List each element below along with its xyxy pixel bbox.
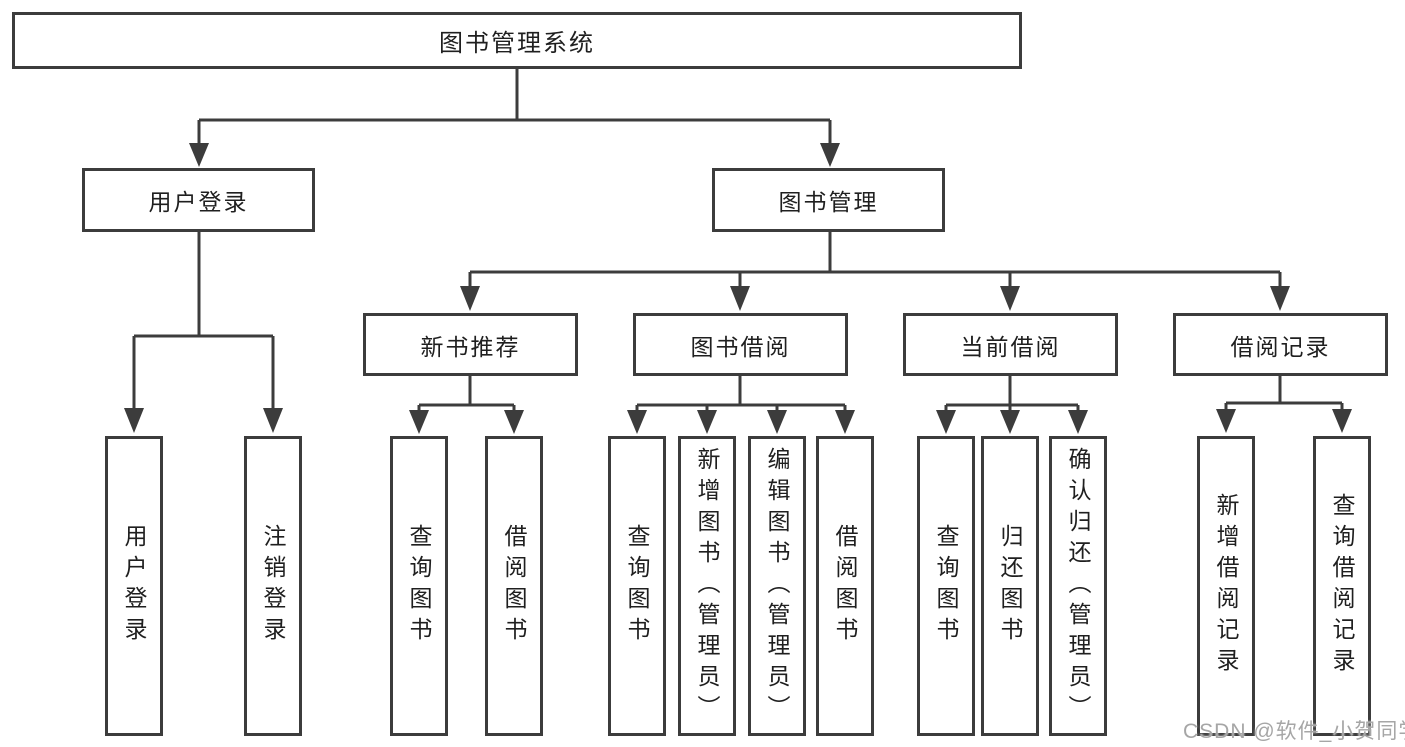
leaf-nb-borrow-books: 借阅图书 bbox=[485, 436, 543, 736]
leaf-cb-query-books: 查询图书 bbox=[917, 436, 975, 736]
watermark: CSDN @软件_小贺同学 bbox=[1183, 720, 1405, 743]
leaf-cb-confirm-return-admin: 确认归还（管理员） bbox=[1049, 436, 1107, 736]
leaf-nb-borrow-books-label: 借阅图书 bbox=[501, 524, 527, 648]
node-borrow-records-label: 借阅记录 bbox=[1230, 333, 1331, 360]
node-new-book-recommend-label: 新书推荐 bbox=[420, 333, 521, 360]
node-new-book-recommend: 新书推荐 bbox=[363, 313, 578, 376]
leaf-br-add-record-label: 新增借阅记录 bbox=[1213, 493, 1239, 679]
leaf-user-login-label: 用户登录 bbox=[121, 524, 147, 648]
leaf-nb-query-books: 查询图书 bbox=[390, 436, 448, 736]
leaf-logout: 注销登录 bbox=[244, 436, 302, 736]
leaf-bb-add-books-admin-label: 新增图书（管理员） bbox=[694, 446, 720, 726]
node-library-system-label: 图书管理系统 bbox=[439, 30, 595, 57]
leaf-user-login: 用户登录 bbox=[105, 436, 163, 736]
leaf-nb-query-books-label: 查询图书 bbox=[406, 524, 432, 648]
node-user-login-label: 用户登录 bbox=[148, 189, 249, 215]
leaf-bb-edit-books-admin-label: 编辑图书（管理员） bbox=[764, 446, 790, 726]
leaf-bb-borrow-books-label: 借阅图书 bbox=[832, 524, 858, 648]
node-borrow-records: 借阅记录 bbox=[1173, 313, 1388, 376]
leaf-cb-return-books: 归还图书 bbox=[981, 436, 1039, 736]
leaf-bb-borrow-books: 借阅图书 bbox=[816, 436, 874, 736]
node-library-system: 图书管理系统 bbox=[12, 12, 1022, 69]
leaf-br-query-record-label: 查询借阅记录 bbox=[1329, 493, 1355, 679]
leaf-bb-query-books: 查询图书 bbox=[608, 436, 666, 736]
node-current-borrow: 当前借阅 bbox=[903, 313, 1118, 376]
leaf-bb-add-books-admin: 新增图书（管理员） bbox=[678, 436, 736, 736]
leaf-logout-label: 注销登录 bbox=[260, 524, 286, 648]
node-book-management: 图书管理 bbox=[712, 168, 945, 232]
node-book-management-label: 图书管理 bbox=[778, 189, 879, 215]
leaf-bb-edit-books-admin: 编辑图书（管理员） bbox=[748, 436, 806, 736]
leaf-bb-query-books-label: 查询图书 bbox=[624, 524, 650, 648]
leaf-br-query-record: 查询借阅记录 bbox=[1313, 436, 1371, 736]
leaf-cb-return-books-label: 归还图书 bbox=[997, 524, 1023, 648]
node-current-borrow-label: 当前借阅 bbox=[960, 333, 1061, 360]
leaf-br-add-record: 新增借阅记录 bbox=[1197, 436, 1255, 736]
leaf-cb-query-books-label: 查询图书 bbox=[933, 524, 959, 648]
node-user-login: 用户登录 bbox=[82, 168, 315, 232]
node-book-borrow: 图书借阅 bbox=[633, 313, 848, 376]
leaf-cb-confirm-return-admin-label: 确认归还（管理员） bbox=[1065, 446, 1091, 726]
node-book-borrow-label: 图书借阅 bbox=[690, 333, 791, 360]
